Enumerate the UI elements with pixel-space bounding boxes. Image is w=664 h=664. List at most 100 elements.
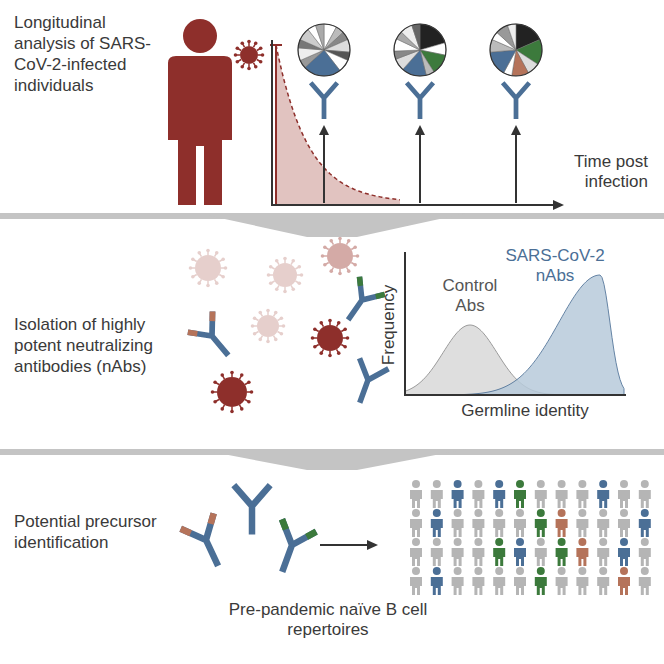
- viral-load-area: [276, 45, 400, 205]
- person-icon: [535, 567, 547, 595]
- person-icon: [472, 567, 484, 595]
- pie-outline: [394, 24, 446, 76]
- person-icon: [514, 538, 526, 566]
- person-head: [454, 480, 462, 488]
- virus-spike-tip: [240, 42, 244, 46]
- person-body: [639, 490, 651, 508]
- person-body: [618, 519, 630, 537]
- person-icon: [472, 480, 484, 508]
- person-icon: [514, 567, 526, 595]
- repertoire-pie: [490, 24, 542, 76]
- virus-spike-tip: [346, 336, 350, 340]
- person-icon: [556, 538, 568, 566]
- virus-spike-tip: [321, 254, 325, 258]
- virus-spike-tip: [247, 380, 251, 384]
- person-body: [431, 548, 443, 566]
- virus-spike-tip: [259, 60, 263, 64]
- sampling-arrowhead: [415, 125, 425, 135]
- antibody-icon: [345, 358, 388, 408]
- virus-spike-tip: [311, 336, 315, 340]
- person-body: [556, 519, 568, 537]
- virus-spike-tip: [247, 40, 251, 44]
- person-body: [514, 577, 526, 595]
- person-body: [452, 490, 464, 508]
- person-icon: [514, 480, 526, 508]
- person-body: [597, 490, 609, 508]
- person-icon: [493, 538, 505, 566]
- person-head: [433, 509, 441, 517]
- person-icon: [410, 480, 422, 508]
- person-head: [516, 509, 524, 517]
- person-head: [599, 538, 607, 546]
- virus-spike-tip: [297, 281, 301, 285]
- person-body: [597, 548, 609, 566]
- pie-outline: [490, 24, 542, 76]
- virus-spike-tip: [224, 266, 228, 270]
- person-icon: [639, 509, 651, 537]
- virus-spike-tip: [274, 311, 278, 315]
- panel-heading: Isolation of highly potent neutralizing …: [14, 314, 164, 377]
- antibody-chain: [181, 513, 235, 573]
- person-head: [578, 538, 586, 546]
- person-body: [639, 548, 651, 566]
- pie-slice: [412, 24, 420, 50]
- person-head: [474, 538, 482, 546]
- virus-spike-tip: [291, 259, 295, 263]
- person-head: [620, 567, 628, 575]
- virus-spike-tip: [253, 332, 257, 336]
- person-head: [641, 567, 649, 575]
- virus-spike-tip: [230, 410, 234, 414]
- viral-load-curve: [276, 45, 400, 200]
- person-body: [597, 519, 609, 537]
- person-icon: [597, 538, 609, 566]
- virus-spike-tip: [261, 53, 265, 57]
- person-icon: [472, 538, 484, 566]
- person-head: [454, 538, 462, 546]
- axis-line: [405, 252, 626, 395]
- virus-spike-tip: [275, 259, 279, 263]
- person-head: [537, 567, 545, 575]
- virus-spike-tip: [267, 273, 271, 277]
- virus-spike-tip: [297, 265, 301, 269]
- person-body: [535, 519, 547, 537]
- person-head: [641, 538, 649, 546]
- virus-spike-tip: [240, 373, 244, 377]
- axis-label: Frequency: [379, 285, 399, 365]
- person-icon: [618, 567, 630, 595]
- virus-spike-tip: [280, 316, 284, 320]
- person-icon: [556, 567, 568, 595]
- virus-spike-tip: [251, 324, 255, 328]
- person-icon: [452, 538, 464, 566]
- antibody-icon: [407, 83, 434, 119]
- person-head: [641, 509, 649, 517]
- virus-spike-tip: [247, 67, 251, 71]
- virus-spike-tip: [220, 407, 224, 411]
- person-body: [410, 548, 422, 566]
- virus-spike-tip: [353, 263, 357, 267]
- virus-spike-tip: [220, 373, 224, 377]
- antibody-icon: [265, 519, 316, 578]
- antibody-icon: [181, 513, 235, 573]
- person-body: [472, 519, 484, 537]
- person-icon: [452, 509, 464, 537]
- person-icon: [431, 538, 443, 566]
- virus-spike-tip: [191, 257, 195, 261]
- person-body: [576, 519, 588, 537]
- virus-icon: [321, 237, 360, 276]
- person-icon: [618, 480, 630, 508]
- virus-spike-tip: [347, 239, 351, 243]
- sampling-arrowhead: [319, 125, 329, 135]
- person-icon: [618, 538, 630, 566]
- antibody-icon: [234, 485, 270, 534]
- virus-spike-tip: [283, 290, 287, 294]
- person-head: [433, 480, 441, 488]
- person-head: [578, 509, 586, 517]
- virus-spike-tip: [247, 400, 251, 404]
- repertoire-pie: [394, 24, 446, 76]
- person-body: [493, 577, 505, 595]
- person-head: [537, 538, 545, 546]
- person-body: [597, 577, 609, 595]
- virus-spike-tip: [215, 251, 219, 255]
- person-body: [431, 519, 443, 537]
- person-body: [452, 519, 464, 537]
